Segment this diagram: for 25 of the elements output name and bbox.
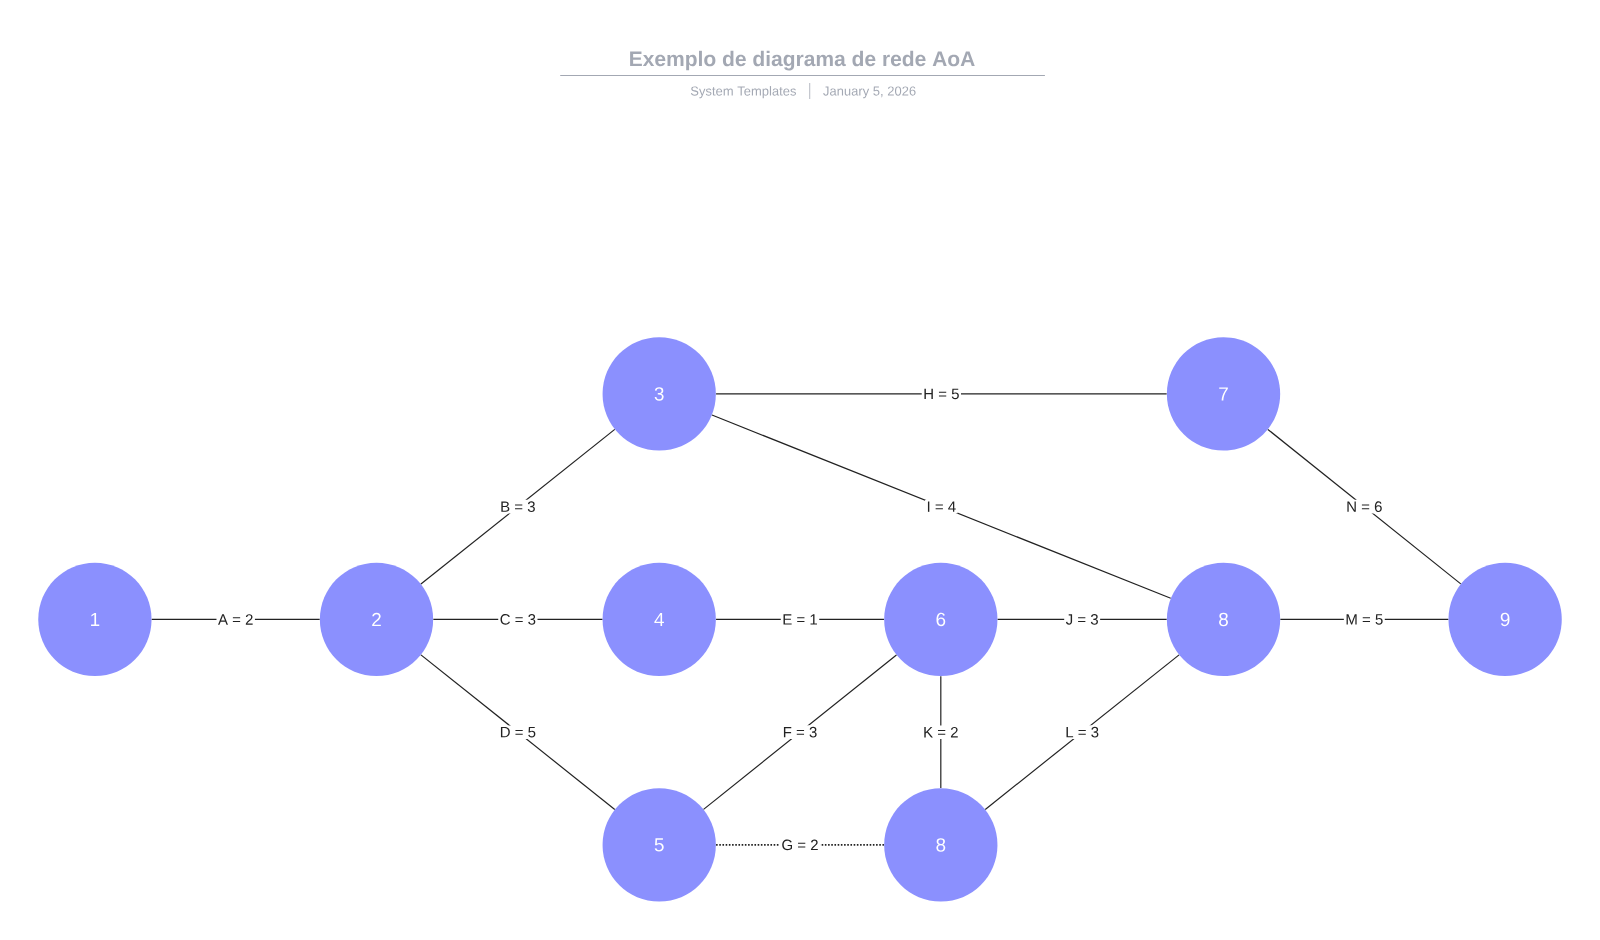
edge-label: C = 3 [498, 612, 538, 627]
date-label: January 5, 2026 [823, 86, 916, 99]
edge-label: G = 2 [779, 838, 821, 852]
connector-line [940, 675, 942, 789]
connector-line [703, 654, 898, 810]
connector-line [420, 428, 616, 585]
edge-label: B = 3 [498, 499, 538, 514]
edge-label: L = 3 [1063, 725, 1101, 739]
edge-label: M = 5 [1343, 612, 1385, 627]
edge-label: K = 2 [921, 725, 961, 739]
connector-line [711, 414, 1172, 599]
edge-label: A = 2 [216, 612, 255, 627]
connector-line [715, 393, 1168, 395]
edge-label: H = 5 [921, 387, 961, 401]
author-label: System Templates [690, 86, 796, 99]
connector-line [984, 654, 1180, 811]
edge-label: I = 4 [925, 500, 958, 514]
edge-label: E = 1 [780, 612, 820, 627]
connector-line [1267, 428, 1462, 585]
edge-label: J = 3 [1064, 612, 1101, 627]
edge-label: N = 6 [1344, 499, 1384, 514]
edge-label: F = 3 [781, 725, 819, 739]
edge-label: D = 5 [498, 725, 538, 739]
title: Exemplo de diagrama de rede AoA [630, 50, 975, 71]
connector-line [420, 654, 616, 811]
